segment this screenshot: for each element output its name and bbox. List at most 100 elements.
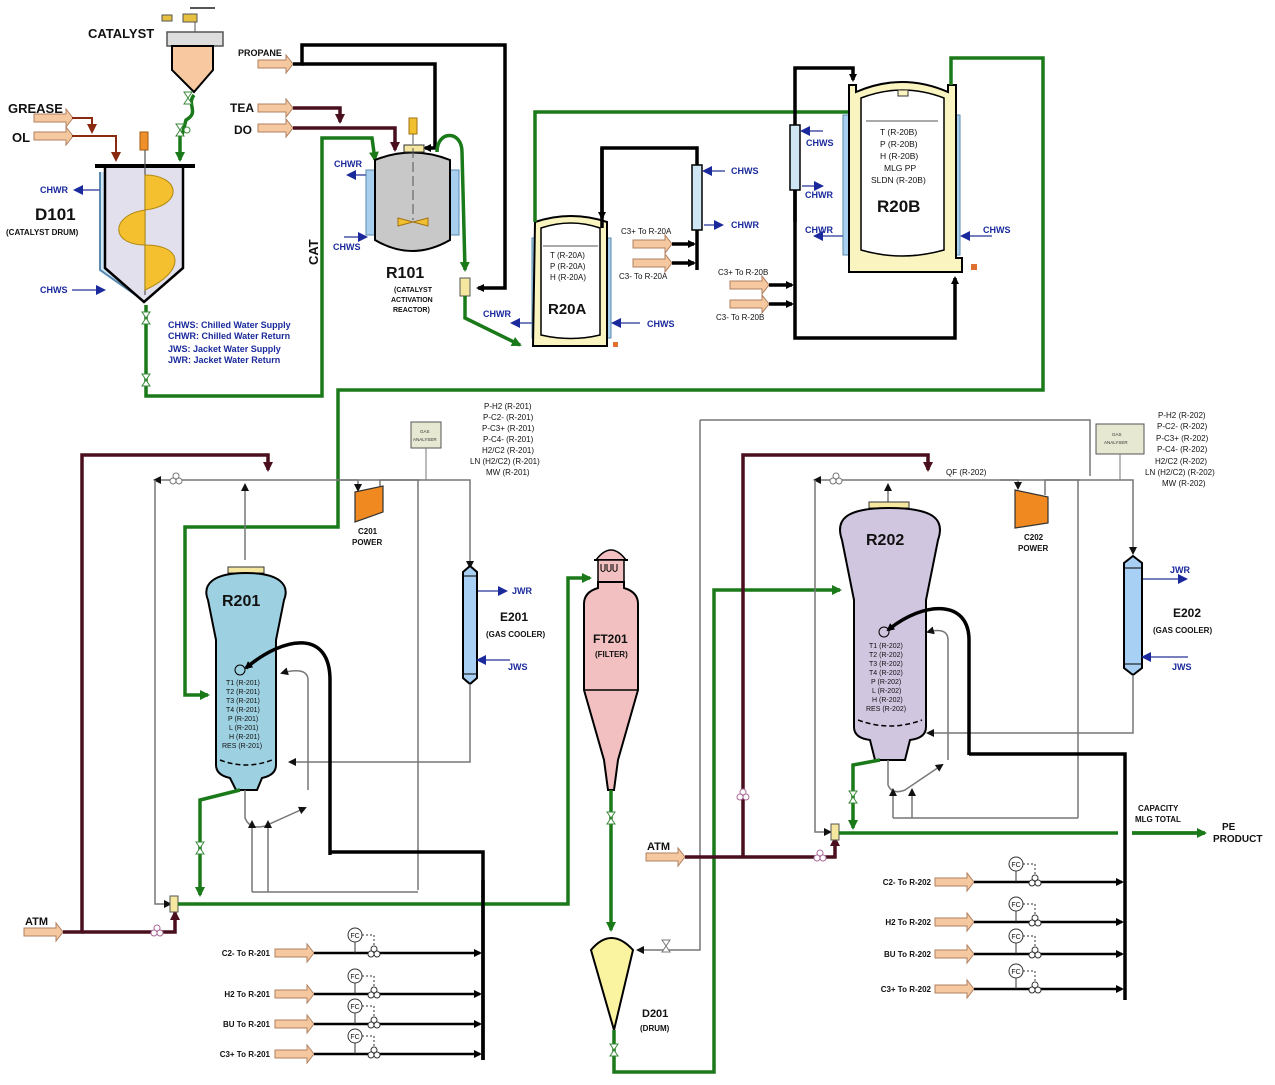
r202-reactor: R202 T1 (R-202) T2 (R-202) T3 (R-202) T4… <box>839 501 942 761</box>
flow-controller-icon[interactable]: FC <box>347 927 375 953</box>
control-valve-icon[interactable] <box>367 986 381 999</box>
product-label-1: PE <box>1222 822 1236 833</box>
feed-row-label: C3+ To R-201 <box>220 1050 271 1059</box>
e202-desc: (GAS COOLER) <box>1153 626 1212 635</box>
r201-instrument: T4 (R-201) <box>226 707 260 714</box>
feed-row-label: BU To R-201 <box>223 1020 271 1029</box>
flow-controller-icon[interactable]: FC <box>1008 963 1036 989</box>
r202-instrument: P (R-202) <box>871 679 901 686</box>
r20b-condenser <box>789 124 801 191</box>
feed-label-ol: OL <box>12 130 30 145</box>
r201-instrument: T1 (R-201) <box>226 680 260 687</box>
capacity-label-2: MLG TOTAL <box>1135 815 1181 824</box>
gas-analyser-r202: GAS ANALYSER <box>1095 423 1145 480</box>
feed-row-label: C3+ To R-202 <box>881 985 932 994</box>
feed-label-c3plus-r20b: C3+ To R-20B <box>718 268 768 277</box>
r201-instrument: L (R-201) <box>229 725 258 732</box>
d201-drum: D201 (DRUM) <box>589 937 670 1034</box>
c201-desc: POWER <box>352 538 382 547</box>
feed-arrow-tea <box>257 97 294 119</box>
r101-desc-1: (CATALYST <box>394 287 433 294</box>
flow-controller-icon[interactable]: FC <box>347 998 375 1024</box>
valve-icon <box>661 939 671 953</box>
chwr-label-r20a-cond: CHWR <box>731 220 759 230</box>
feed-row: BU To R-201 FC <box>223 998 482 1035</box>
injector-icon <box>169 895 179 913</box>
feed-arrow-c3plus-r20a <box>632 233 673 255</box>
feed-arrow <box>274 942 315 964</box>
readout: P-C3+ (R-201) <box>482 424 535 433</box>
feed-arrow <box>934 978 975 1000</box>
e202-gas-cooler: E202 (GAS COOLER) <box>1123 554 1212 677</box>
r201-instrument: H (R-201) <box>229 734 260 741</box>
r20a-condenser <box>691 164 703 231</box>
gas-analyser-r201: GAS ANALYSER <box>410 421 442 480</box>
feed-arrow-atm-1 <box>23 921 64 943</box>
readout: LN (H2/C2) (R-201) <box>470 457 540 466</box>
r20a-instrument-t: T (R-20A) <box>550 251 585 260</box>
control-valve-icon[interactable] <box>1028 874 1042 887</box>
r202-instrument: H (R-202) <box>872 697 903 704</box>
r20b-instrument-h: H (R-20B) <box>880 151 918 161</box>
e202-tag: E202 <box>1173 606 1201 620</box>
chwr-label-r20b-cond: CHWR <box>805 190 833 200</box>
feed-row-label: C2- To R-201 <box>222 949 271 958</box>
catalyst-hopper: CATALYST <box>88 7 224 94</box>
e201-gas-cooler: E201 (GAS COOLER) <box>462 564 545 686</box>
e201-tag: E201 <box>500 610 528 624</box>
control-valve-icon[interactable] <box>367 1016 381 1029</box>
utility-legend: CHWS: Chilled Water Supply CHWR: Chilled… <box>168 320 291 365</box>
legend-chwr: CHWR: Chilled Water Return <box>168 331 290 341</box>
r20a-instrument-p: P (R-20A) <box>550 262 586 271</box>
flow-controller-icon[interactable]: FC <box>347 968 375 994</box>
flow-controller-icon[interactable]: FC <box>347 1028 375 1054</box>
feed-arrow-c3plus-r20b <box>729 274 770 296</box>
chwr-label-r20b: CHWR <box>805 225 833 235</box>
r20a-instrument-h: H (R-20A) <box>550 273 586 282</box>
control-valve-icon[interactable] <box>367 1046 381 1059</box>
control-valve-icon[interactable] <box>1028 914 1042 927</box>
feed-label-c3plus-r20a: C3+ To R-20A <box>621 227 672 236</box>
readout: LN (H2/C2) (R-202) <box>1145 468 1215 477</box>
r20b-instrument-t: T (R-20B) <box>880 127 917 137</box>
feed-arrow-ol <box>33 125 74 147</box>
readout: H2/C2 (R-201) <box>482 446 534 455</box>
control-valve-icon[interactable] <box>1028 981 1042 994</box>
r201-instrument: P (R-201) <box>228 716 258 723</box>
valve-icon <box>169 472 183 485</box>
feed-arrow <box>274 1043 315 1065</box>
jwr-label-e202: JWR <box>1170 565 1191 575</box>
readout: MW (R-201) <box>486 468 530 477</box>
jws-label-e201: JWS <box>508 662 528 672</box>
chws-label-r20b: CHWS <box>983 225 1011 235</box>
flow-controller-label: FC <box>350 1034 359 1041</box>
r20a-reactor: T (R-20A) P (R-20A) H (R-20A) R20A <box>531 215 618 347</box>
valve-icon <box>141 373 151 387</box>
r202-instrument: L (R-202) <box>872 688 901 695</box>
control-valve-icon[interactable] <box>367 945 381 958</box>
flow-controller-label: FC <box>1011 902 1020 909</box>
feed-arrow-c3minus-r20b <box>729 293 770 315</box>
injector-icon <box>830 823 840 841</box>
control-valve-icon[interactable] <box>1028 946 1042 959</box>
feed-arrow-grease <box>33 107 74 129</box>
r201-instrument: T2 (R-201) <box>226 689 260 696</box>
c201-compressor: C201 POWER <box>352 485 384 547</box>
chws-label-d101: CHWS <box>40 285 68 295</box>
flow-controller-icon[interactable]: FC <box>1008 856 1036 882</box>
flow-controller-icon[interactable]: FC <box>1008 896 1036 922</box>
valve-icon <box>736 788 750 801</box>
chwr-label-r101: CHWR <box>334 159 362 169</box>
d201-desc: (DRUM) <box>640 1024 670 1033</box>
r101-desc-2: ACTIVATION <box>391 297 433 304</box>
r101-tag: R101 <box>386 265 424 282</box>
feed-label-grease: GREASE <box>8 101 63 116</box>
r201-reactor: R201 T1 (R-201) T2 (R-201) T3 (R-201) T4… <box>205 566 287 791</box>
gas-analyser-r202-label-1: GAS <box>1112 432 1122 437</box>
catalyst-label: CATALYST <box>88 26 154 41</box>
flow-controller-label: FC <box>1011 862 1020 869</box>
d101-catalyst-drum: D101 (CATALYST DRUM) <box>6 131 195 304</box>
readout: P-C4- (R-201) <box>483 435 534 444</box>
flow-controller-icon[interactable]: FC <box>1008 928 1036 954</box>
